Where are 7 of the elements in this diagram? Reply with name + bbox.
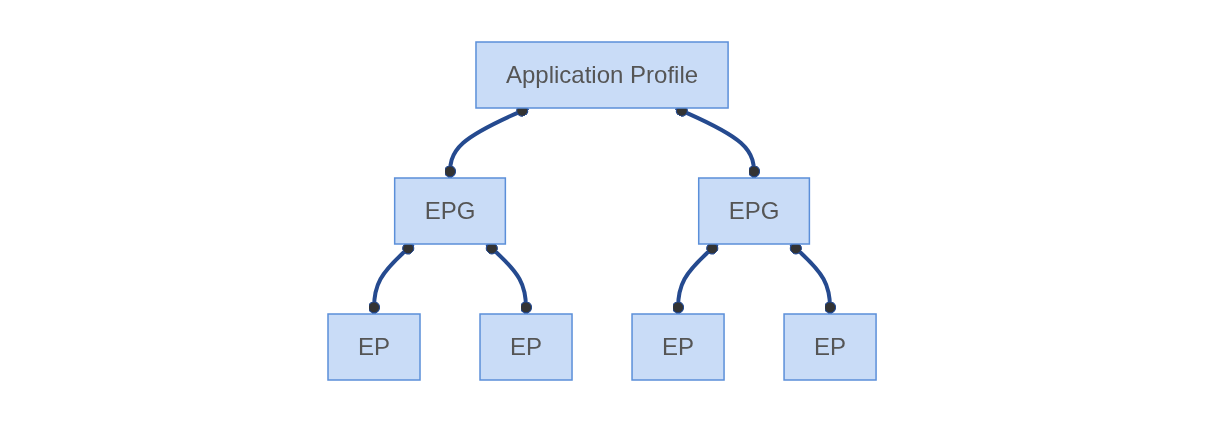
node-box: EPG [698,177,811,245]
node-box: EP [631,313,726,381]
node-box: EP [783,313,878,381]
node-box: EP [479,313,574,381]
node-box: Application Profile [475,41,730,109]
node-box: EPG [394,177,507,245]
node-box: EP [327,313,422,381]
